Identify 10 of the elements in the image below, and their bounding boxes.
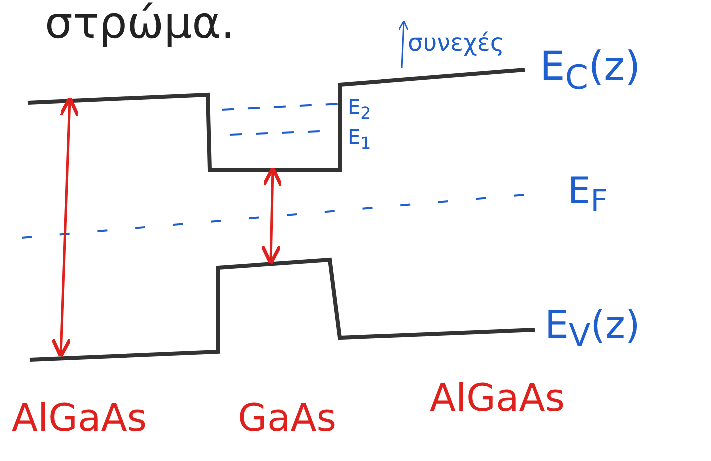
energy-level-label: E$_{2}$ xyxy=(348,96,372,124)
material-label: AlGaAs xyxy=(12,398,148,440)
text-fragment: στρώμα. xyxy=(45,0,236,48)
annotation-text: συνεχές xyxy=(408,30,504,56)
energy-level-label: E$_{1}$ xyxy=(348,126,372,154)
material-label: AlGaAs xyxy=(430,378,566,420)
fermi-level-label: E$_{F}$ xyxy=(568,172,608,218)
material-label: GaAs xyxy=(238,398,337,440)
band-label: E$_{C}$(z) xyxy=(540,45,641,97)
band-label: E$_{V}$(z) xyxy=(545,305,640,354)
